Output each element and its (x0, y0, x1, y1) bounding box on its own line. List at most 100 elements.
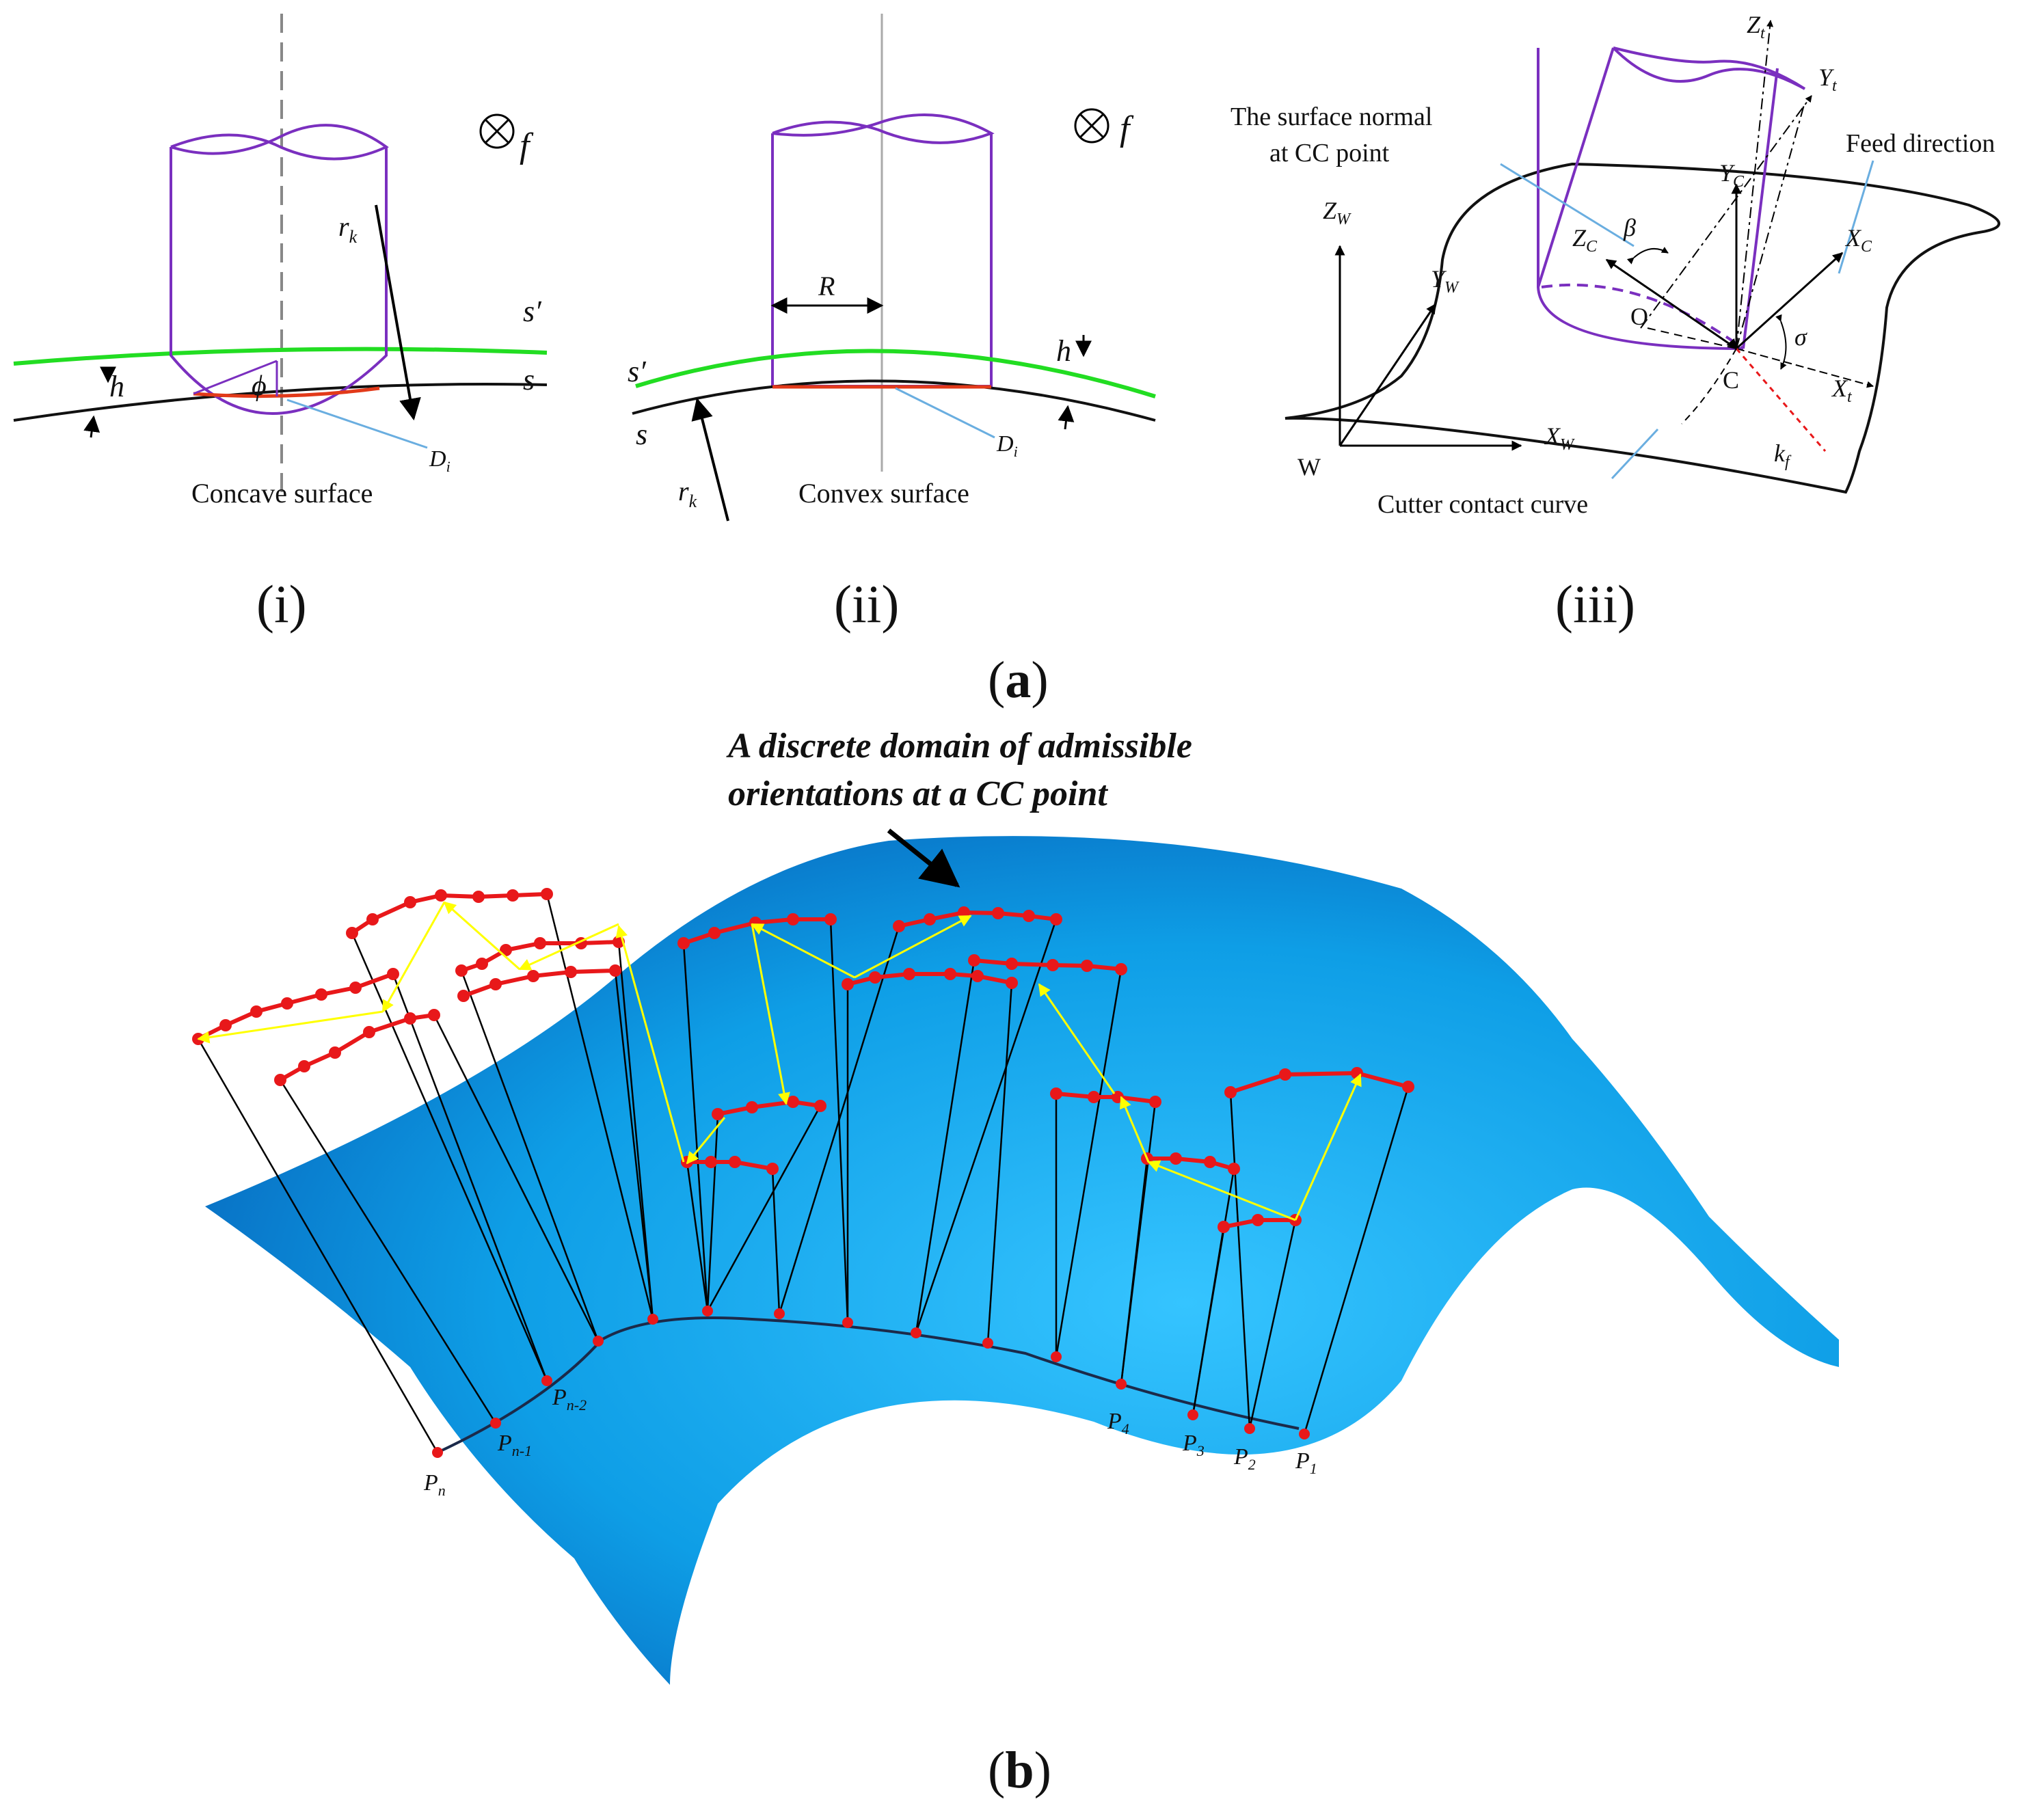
domain-dot (489, 978, 502, 990)
path-arrow (1038, 983, 1116, 1094)
domain-dot (387, 968, 399, 980)
tool-orientation-line (706, 1105, 822, 1312)
domain-dot (476, 958, 488, 970)
domain-dot (281, 997, 293, 1010)
path-arrow (197, 1010, 384, 1044)
domain-dot (787, 913, 799, 925)
s-prime-label: s′ (628, 355, 647, 388)
beta-arc (1626, 247, 1669, 265)
di-label: Di (429, 446, 451, 475)
radius-arrow (691, 397, 729, 522)
domain-dot (1050, 913, 1062, 925)
domain-dot (609, 964, 621, 977)
tool-orientation-line (915, 919, 1058, 1334)
path-arrow (1119, 1096, 1150, 1163)
w-point-label: W (1297, 453, 1321, 481)
domain-dot (842, 978, 854, 990)
cutter-bottom (1536, 47, 1744, 350)
xt-label: Xt (1831, 375, 1853, 406)
tool-orientation-line (1303, 1086, 1410, 1435)
point-label-p3: P3 (1182, 1431, 1205, 1459)
offset-curve-s-prime (635, 349, 1156, 398)
tool-orientation-line (460, 970, 600, 1342)
domain-dot (527, 970, 539, 982)
normal-leader (1500, 163, 1635, 247)
convex-caption: Convex surface (798, 478, 969, 509)
contact-arc (193, 386, 380, 398)
domain-dot (1081, 960, 1093, 972)
cc-path (437, 1316, 1300, 1454)
cc-point-dot (842, 1317, 853, 1328)
h-arrow-bottom (83, 415, 100, 438)
domain-dot (1088, 1091, 1100, 1103)
cc-point-dot (982, 1338, 993, 1349)
domain-dot (1006, 958, 1018, 970)
domain-dot (924, 913, 936, 925)
point-label-p4: P4 (1107, 1409, 1129, 1437)
path-arrow (518, 923, 619, 971)
feed-symbol-icon (479, 113, 515, 149)
cutter-top (170, 124, 389, 161)
domain-dot (329, 1046, 341, 1059)
cc-point-dot (1051, 1351, 1062, 1362)
domain-dot (346, 927, 358, 939)
orientation-domains (192, 888, 1414, 1233)
path-arrow (615, 925, 685, 1163)
angle-leg-1 (193, 360, 278, 395)
domain-dot (315, 988, 327, 1001)
tool-orientation-line (1055, 969, 1122, 1357)
concave-caption: Concave surface (191, 478, 373, 509)
domain-dot (677, 937, 690, 949)
h-label: h (1056, 334, 1071, 368)
cc-points (432, 1306, 1310, 1458)
domain-dot (274, 1074, 286, 1086)
feed-label: f (520, 126, 534, 165)
yt-axis (1640, 95, 1812, 329)
kf-label: kf (1774, 440, 1792, 471)
domain-dot (1228, 1163, 1240, 1175)
domain-dot (1402, 1081, 1414, 1093)
zc-label: ZC (1572, 224, 1598, 256)
domain-dot (435, 889, 447, 902)
tool-orientation-line (392, 973, 548, 1381)
domain-dot (968, 954, 980, 966)
R-label: R (818, 271, 835, 301)
zt-label: Zt (1747, 11, 1766, 42)
tool-orientation-line (682, 943, 709, 1312)
domain-dot (971, 970, 984, 982)
cc-point-dot (490, 1418, 501, 1429)
path-arrow (686, 1117, 726, 1165)
domain-dot (1149, 1096, 1161, 1108)
path-arrow (1147, 1160, 1296, 1221)
normal-label-2: at CC point (1269, 139, 1390, 167)
domain-arc (462, 969, 616, 998)
domain-dot (472, 891, 485, 903)
cutter-body (170, 147, 388, 415)
domain-dot (428, 1009, 440, 1021)
tool-orientation-line (686, 1161, 709, 1312)
path-arrow (443, 901, 520, 971)
domain-dot (1252, 1214, 1264, 1226)
cc-point-dot (702, 1306, 713, 1316)
domain-arc (1055, 1092, 1156, 1104)
phi-label: ϕ (252, 370, 267, 402)
feed-label: f (1120, 109, 1134, 148)
domain-dot (1115, 963, 1127, 975)
sigma-arc (1775, 314, 1787, 370)
domain-dot (729, 1156, 741, 1168)
tool-orientation-line (778, 925, 900, 1314)
xc-label: XC (1844, 224, 1872, 256)
cutter-hidden-edge (1541, 283, 1745, 350)
tool-orientation-line (1248, 1219, 1297, 1429)
feed-symbol-icon (1074, 108, 1110, 144)
domain-dot (1279, 1068, 1291, 1081)
point-label-p2: P2 (1233, 1444, 1256, 1473)
annotation-line-1: A discrete domain of admissible (726, 727, 1192, 766)
tool-orientation-line (915, 960, 976, 1334)
tool-orientation-line (279, 1079, 497, 1424)
domain-dot (457, 990, 470, 1002)
point-label-pn-2: Pn-2 (552, 1385, 587, 1414)
annotation-line-2: orientations at a CC point (728, 774, 1108, 813)
tool-orientation-line (433, 1014, 600, 1342)
